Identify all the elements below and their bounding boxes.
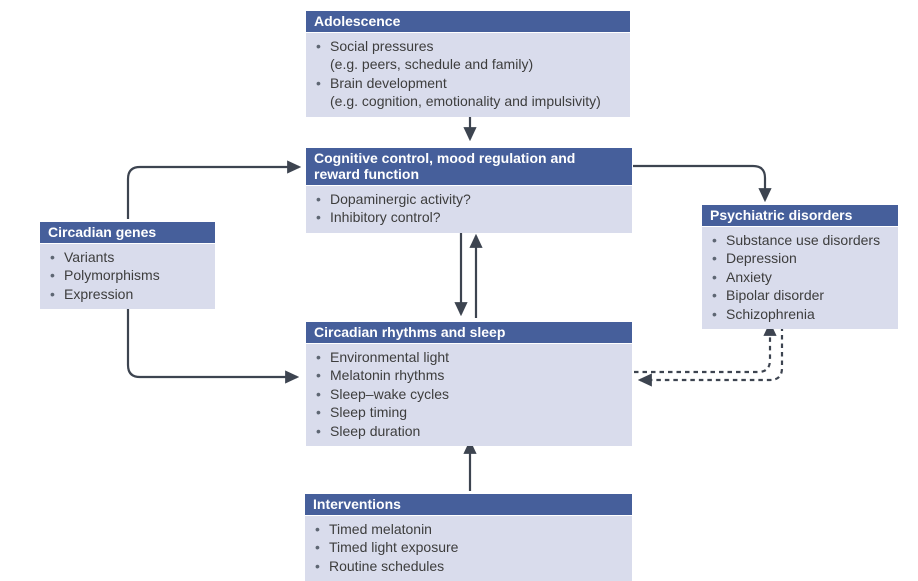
list-item-continuation: (e.g. cognition, emotionality and impuls…: [314, 92, 622, 110]
bullet-icon: •: [316, 349, 321, 365]
box-cognitive-control-title: Cognitive control, mood regulation and r…: [306, 148, 632, 185]
list-item: • Timed melatonin: [313, 520, 624, 538]
list-item: • Dopaminergic activity?: [314, 190, 624, 208]
list-item: • Inhibitory control?: [314, 208, 624, 226]
box-circadian-rhythms: Circadian rhythms and sleep • Environment…: [306, 322, 632, 447]
box-circadian-genes-list: • Variants • Polymorphisms • Expression: [40, 244, 215, 310]
list-item-text: Social pressures: [330, 38, 434, 54]
list-item-text: (e.g. peers, schedule and family): [330, 56, 534, 73]
bullet-icon: •: [316, 209, 321, 226]
box-interventions-title: Interventions: [305, 494, 632, 515]
bullet-icon: •: [315, 557, 320, 574]
list-item-continuation: (e.g. peers, schedule and family): [314, 55, 622, 73]
list-item: • Substance use disorders: [710, 231, 890, 249]
box-interventions: Interventions • Timed melatonin • Timed li…: [305, 494, 632, 581]
list-item-text: Bipolar disorder: [726, 287, 825, 304]
list-item-text: Substance use disorders: [726, 232, 881, 248]
list-item-text: Routine schedules: [329, 557, 445, 574]
list-item-text: Sleep timing: [330, 404, 408, 421]
box-adolescence-title: Adolescence: [306, 11, 630, 32]
list-item-text: Anxiety: [726, 268, 772, 285]
list-item-text: Timed light exposure: [329, 539, 459, 556]
list-item: • Sleep duration: [314, 422, 624, 440]
box-circadian-rhythms-title: Circadian rhythms and sleep: [306, 322, 632, 343]
list-item-text: Brain development: [330, 74, 447, 91]
list-item-text: Sleep–wake cycles: [330, 385, 450, 402]
arrow-cognitive-to-psychiatric: [633, 164, 772, 203]
list-item-text: Melatonin rhythms: [330, 367, 445, 384]
bullet-icon: •: [316, 404, 321, 421]
list-item: • Schizophrenia: [710, 305, 890, 323]
bullet-icon: •: [712, 250, 717, 267]
list-item: • Anxiety: [710, 268, 890, 286]
list-item-text: Expression: [64, 285, 134, 302]
list-item-text: Schizophrenia: [726, 305, 815, 322]
list-item: • Melatonin rhythms: [314, 366, 624, 384]
bullet-icon: •: [50, 267, 55, 284]
bullet-icon: •: [316, 385, 321, 402]
box-adolescence-list: • Social pressures (e.g. peers, schedule …: [306, 33, 630, 117]
list-item-text: (e.g. cognition, emotionality and impuls…: [330, 93, 601, 110]
list-item: • Sleep timing: [314, 403, 624, 421]
list-item: • Bipolar disorder: [710, 286, 890, 304]
list-item: • Social pressures: [314, 37, 622, 55]
list-item: • Routine schedules: [313, 557, 624, 575]
bullet-icon: •: [316, 367, 321, 384]
list-item-text: Polymorphisms: [64, 267, 160, 284]
box-cognitive-control-list: • Dopaminergic activity? • Inhibitory cont…: [306, 186, 632, 233]
list-item: • Sleep–wake cycles: [314, 385, 624, 403]
list-item: • Depression: [710, 249, 890, 267]
bullet-icon: •: [712, 287, 717, 304]
bullet-icon: •: [315, 521, 320, 537]
box-circadian-genes: Circadian genes • Variants • Polymorphisms…: [40, 222, 215, 310]
bullet-icon: •: [712, 232, 717, 248]
list-item-text: Dopaminergic activity?: [330, 191, 471, 207]
list-item: • Expression: [48, 285, 207, 303]
list-item-text: Sleep duration: [330, 422, 421, 439]
bullet-icon: •: [50, 285, 55, 302]
bullet-icon: •: [316, 38, 321, 54]
box-psychiatric-disorders-title: Psychiatric disorders: [702, 205, 898, 226]
arrow-genes-to-circadian-rhythms: [126, 301, 300, 384]
bullet-icon: •: [712, 305, 717, 322]
list-item: • Polymorphisms: [48, 266, 207, 284]
bullet-icon: •: [316, 74, 321, 91]
box-adolescence: Adolescence • Social pressures (e.g. peer…: [306, 11, 630, 117]
bullet-icon: •: [316, 422, 321, 439]
list-item: • Timed light exposure: [313, 538, 624, 556]
bullet-icon: •: [712, 268, 717, 285]
box-circadian-genes-title: Circadian genes: [40, 222, 215, 243]
list-item: • Variants: [48, 248, 207, 266]
box-psychiatric-disorders: Psychiatric disorders • Substance use dis…: [702, 205, 898, 330]
box-circadian-rhythms-list: •Environmental light •Melatonin rhythms …: [306, 344, 632, 447]
list-item: • Environmental light: [314, 348, 624, 366]
box-cognitive-control: Cognitive control, mood regulation and r…: [306, 148, 632, 233]
list-item-text: Timed melatonin: [329, 521, 432, 537]
list-item-text: Variants: [64, 249, 115, 265]
box-psychiatric-disorders-list: • Substance use disorders • Depression • An…: [702, 227, 898, 330]
arrow-genes-to-cognitive: [126, 160, 302, 219]
bullet-icon: •: [50, 249, 55, 265]
dashed-arrow-circadian-rhythms-to-psychiatric: [634, 321, 777, 374]
list-item-text: Environmental light: [330, 349, 450, 365]
list-item: • Brain development: [314, 74, 622, 92]
bullet-icon: •: [316, 191, 321, 207]
list-item-text: Inhibitory control?: [330, 209, 441, 226]
bullet-icon: •: [315, 539, 320, 556]
list-item-text: Depression: [726, 250, 797, 267]
box-interventions-list: • Timed melatonin • Timed light exposure •…: [305, 516, 632, 581]
